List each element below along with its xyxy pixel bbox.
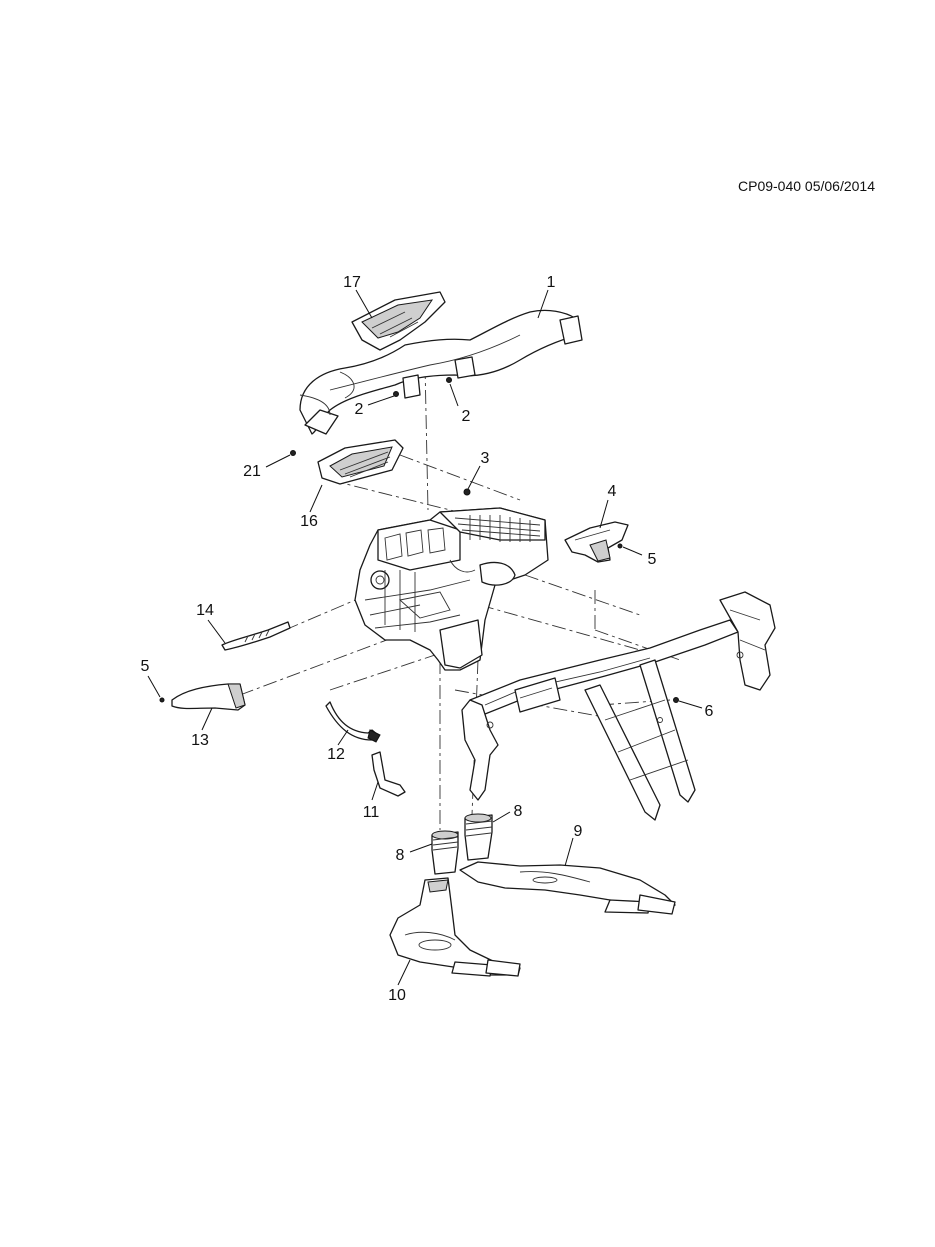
callout-9: 9 — [574, 823, 583, 840]
part-11-drain-tube — [371, 751, 406, 797]
callout-1: 1 — [547, 274, 556, 291]
callout-5-left: 5 — [141, 658, 150, 675]
part-2-fastener-right — [446, 377, 452, 383]
part-10-rear-floor-duct-left — [389, 877, 521, 977]
part-12-drain-hose — [325, 701, 381, 743]
callout-3: 3 — [481, 450, 490, 467]
part-1-upper-air-duct — [299, 309, 583, 435]
callout-10: 10 — [388, 987, 406, 1004]
callout-13: 13 — [191, 732, 209, 749]
callout-21: 21 — [243, 463, 261, 480]
part-5-fastener-left — [159, 697, 165, 703]
callout-16: 16 — [300, 513, 318, 530]
leader-lines — [147, 289, 703, 986]
callout-4: 4 — [608, 483, 617, 500]
callout-12: 12 — [327, 746, 345, 763]
part-8-adapter-right — [464, 813, 493, 861]
diagram-id-date: CP09-040 05/06/2014 — [738, 178, 875, 194]
part-6-cross-car-beam — [461, 591, 776, 821]
part-17-center-outlet — [351, 291, 446, 351]
callout-8-right: 8 — [514, 803, 523, 820]
part-4-right-side-duct — [564, 521, 629, 563]
callout-17: 17 — [343, 274, 361, 291]
callout-8-left: 8 — [396, 847, 405, 864]
part-16-defroster-outlet — [317, 439, 404, 485]
part-3-hvac-module — [354, 507, 549, 671]
part-5-fastener-right — [617, 543, 623, 549]
callout-5-right: 5 — [648, 551, 657, 568]
callout-14: 14 — [196, 602, 214, 619]
part-3-fastener — [463, 488, 471, 496]
part-13-left-side-duct — [171, 683, 246, 711]
part-9-rear-floor-duct-right — [459, 861, 676, 915]
part-21-fastener — [290, 450, 296, 456]
part-8-adapter-left — [431, 830, 459, 875]
part-14-hose — [221, 621, 291, 651]
part-2-fastener-left — [393, 391, 399, 397]
callout-6: 6 — [705, 703, 714, 720]
callout-2-left: 2 — [355, 401, 364, 418]
callout-2-right: 2 — [462, 408, 471, 425]
callout-labels: 17 1 2 2 21 3 4 16 5 14 5 13 6 12 11 8 8… — [141, 274, 714, 1004]
part-6-bolt — [673, 697, 679, 703]
callout-11: 11 — [363, 804, 380, 821]
